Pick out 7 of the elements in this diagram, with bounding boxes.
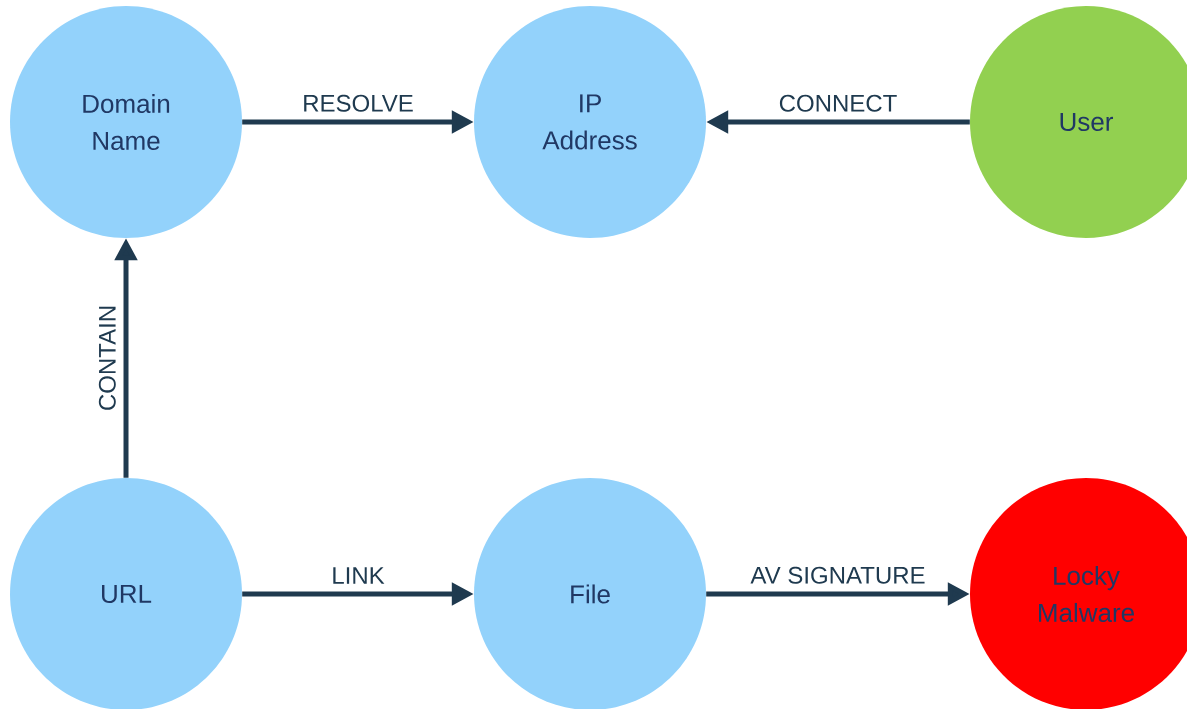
edge-label: CONTAIN <box>98 306 116 410</box>
circle-node: Domain Name <box>10 6 242 238</box>
edge-label: AV SIGNATURE <box>750 566 925 584</box>
edge-label: LINK <box>333 567 385 584</box>
edge-label: RESOLVE <box>304 94 413 112</box>
edge-label: CONNECT <box>779 94 897 112</box>
circle-node: IP Address <box>474 6 706 238</box>
